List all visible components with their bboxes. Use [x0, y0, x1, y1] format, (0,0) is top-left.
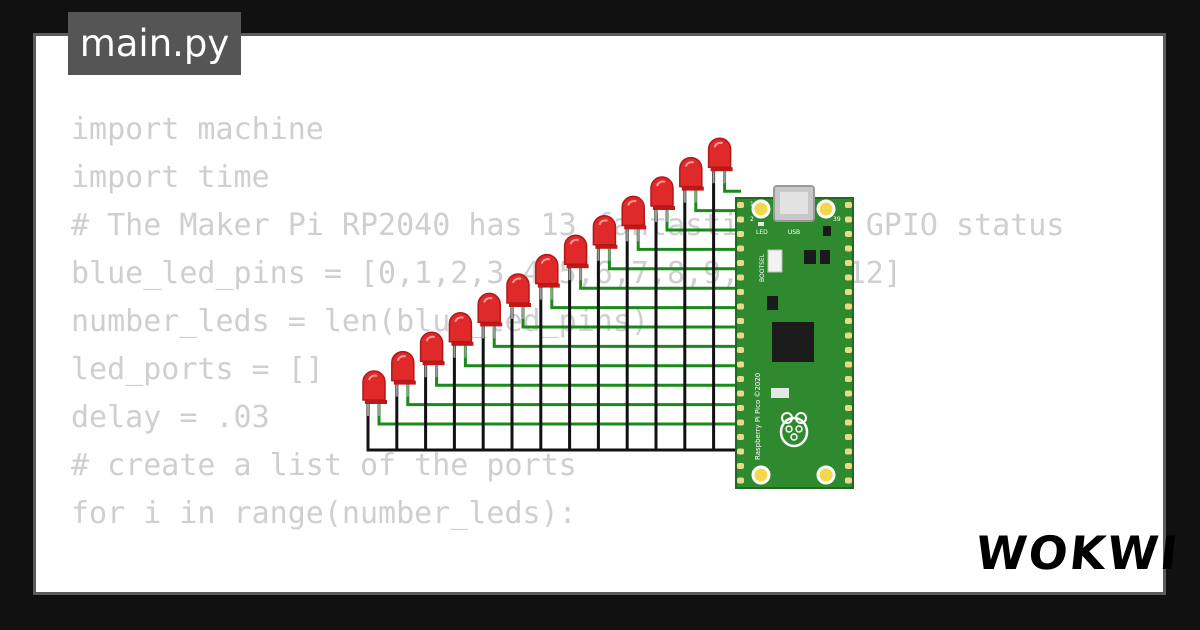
led [506, 273, 531, 319]
mount-hole [751, 465, 771, 485]
board-pin [845, 477, 852, 484]
bootsel-button[interactable] [767, 249, 783, 273]
ground-wire [424, 363, 741, 452]
led [621, 195, 647, 242]
code-line: for i in range(number_leds): [71, 496, 577, 531]
board-pin [737, 231, 744, 237]
board-pin [737, 361, 744, 368]
led [448, 312, 474, 358]
pin-label: 1 [750, 201, 754, 208]
board-pin [737, 245, 744, 252]
mount-hole [816, 199, 836, 219]
board-pin [845, 361, 852, 368]
bootsel-label: BOOTSEL [759, 253, 766, 282]
led [419, 331, 445, 378]
board-pin [845, 419, 852, 426]
board-pin [845, 231, 852, 237]
ground-wire [654, 208, 741, 452]
wokwi-logo: WOKWI [973, 526, 1183, 580]
mount-hole [751, 199, 771, 219]
board-model-label: Raspberry Pi Pico ©2020 [754, 373, 762, 460]
led [592, 215, 618, 261]
board-pin [737, 318, 744, 324]
board-pin [845, 463, 852, 469]
board-pin [737, 405, 744, 411]
code-line: delay = .03 [71, 400, 270, 435]
board-pin [737, 289, 744, 295]
board-pin [737, 434, 744, 440]
led [477, 292, 503, 339]
board-pin [845, 376, 852, 382]
ground-wire [596, 246, 741, 452]
led [650, 176, 675, 222]
board-pin [845, 274, 852, 281]
board-pin [845, 303, 852, 310]
led [535, 253, 560, 300]
board-pin [845, 405, 852, 411]
board-pin [845, 434, 852, 440]
led [679, 156, 704, 203]
raspberry-logo-icon [779, 412, 809, 448]
led-wire [723, 169, 741, 193]
mount-hole [816, 465, 836, 485]
code-line: # create a list of the ports [71, 448, 577, 483]
wires [366, 169, 741, 452]
code-line: import machine [71, 112, 324, 147]
flash-chip [771, 388, 789, 398]
code-line: import time [71, 160, 270, 195]
board-pin [845, 289, 852, 295]
board-pin [737, 260, 744, 266]
board-pin [845, 347, 852, 353]
board-pin [845, 245, 852, 252]
board-pin [737, 202, 744, 208]
board-pin [737, 463, 744, 469]
board-pin [737, 376, 744, 382]
status-led [758, 222, 764, 226]
ground-wire [481, 324, 741, 452]
led [563, 234, 589, 281]
board-pin [845, 318, 852, 324]
pin-label: 39 [833, 216, 841, 223]
led [362, 370, 387, 416]
board-pin [737, 274, 744, 281]
board-pin [845, 202, 852, 208]
led-label: LED [756, 229, 768, 236]
file-tab[interactable]: main.py [68, 12, 241, 75]
board-pin [737, 477, 744, 484]
usb-label: USB [788, 229, 800, 236]
board-pin [737, 347, 744, 353]
board-pin [737, 216, 744, 223]
board-pin [845, 390, 852, 397]
ground-wire [712, 169, 741, 452]
board-pin [737, 332, 744, 339]
board-pin [845, 332, 852, 339]
rp2040-chip [772, 322, 814, 362]
led [391, 350, 416, 397]
board-pin [737, 448, 744, 455]
pico-board[interactable]: USB 1 2 39 LED BOOTSEL Raspberry Pi Pico… [735, 185, 854, 489]
led-row [362, 137, 733, 416]
board-pin [737, 303, 744, 310]
board-pin [845, 216, 852, 223]
board-pin [845, 260, 852, 266]
code-line: led_ports = [] [71, 352, 324, 387]
pin-label: 2 [750, 216, 754, 223]
board-pin [845, 448, 852, 455]
led [707, 137, 733, 184]
board-pin [737, 390, 744, 397]
board-pin [737, 419, 744, 426]
